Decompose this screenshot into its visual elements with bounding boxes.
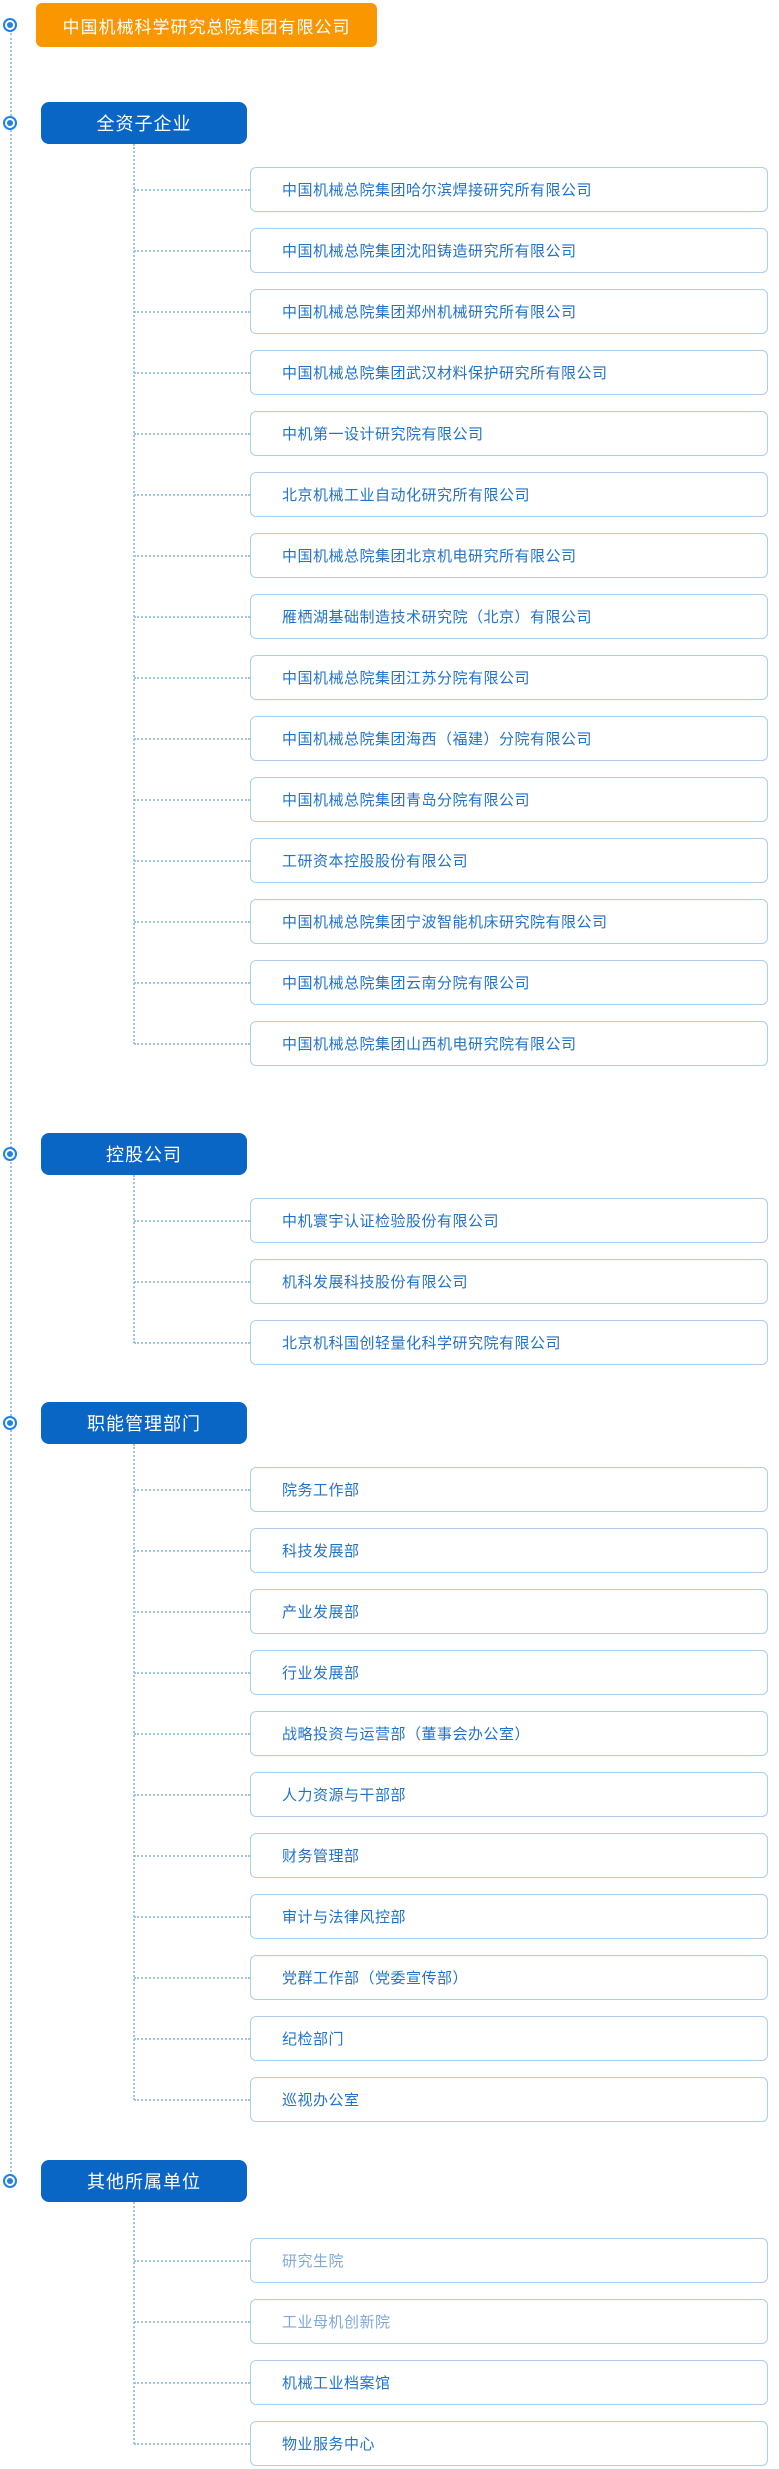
target-icon xyxy=(3,116,17,130)
org-item[interactable]: 中国机械总院集团哈尔滨焊接研究所有限公司 xyxy=(134,167,768,212)
org-item[interactable]: 机科发展科技股份有限公司 xyxy=(134,1259,768,1304)
org-item[interactable]: 院务工作部 xyxy=(134,1467,768,1512)
org-item[interactable]: 中国机械总院集团山西机电研究院有限公司 xyxy=(134,1021,768,1066)
org-item[interactable]: 物业服务中心 xyxy=(134,2421,768,2466)
org-item[interactable]: 中机第一设计研究院有限公司 xyxy=(134,411,768,456)
section-header[interactable]: 控股公司 xyxy=(41,1133,247,1175)
target-icon-dot xyxy=(7,1420,13,1426)
org-item[interactable]: 中机寰宇认证检验股份有限公司 xyxy=(134,1198,768,1243)
target-icon-dot xyxy=(7,120,13,126)
org-item[interactable]: 党群工作部（党委宣传部） xyxy=(134,1955,768,2000)
org-item[interactable]: 中国机械总院集团云南分院有限公司 xyxy=(134,960,768,1005)
org-section: 职能管理部门 院务工作部 科技发展部 产业发展部 行业发展部 战略投资与运营部（… xyxy=(0,1402,779,2122)
org-section: 控股公司 中机寰宇认证检验股份有限公司 机科发展科技股份有限公司 北京机科国创轻… xyxy=(0,1133,779,1365)
section-items: 研究生院 工业母机创新院 机械工业档案馆 物业服务中心 xyxy=(133,2202,768,2466)
tree-rail-line xyxy=(10,33,12,2184)
target-icon-dot xyxy=(7,22,13,28)
org-item[interactable]: 工研资本控股股份有限公司 xyxy=(134,838,768,883)
org-item[interactable]: 雁栖湖基础制造技术研究院（北京）有限公司 xyxy=(134,594,768,639)
org-item[interactable]: 中国机械总院集团江苏分院有限公司 xyxy=(134,655,768,700)
root-node[interactable]: 中国机械科学研究总院集团有限公司 xyxy=(36,3,377,47)
org-item[interactable]: 产业发展部 xyxy=(134,1589,768,1634)
org-item[interactable]: 中国机械总院集团武汉材料保护研究所有限公司 xyxy=(134,350,768,395)
section-items: 中国机械总院集团哈尔滨焊接研究所有限公司 中国机械总院集团沈阳铸造研究所有限公司… xyxy=(133,144,768,1066)
section-header-row: 职能管理部门 xyxy=(0,1402,779,1444)
section-header-row: 全资子企业 xyxy=(0,102,779,144)
section-header-row: 其他所属单位 xyxy=(0,2160,779,2202)
org-section: 全资子企业 中国机械总院集团哈尔滨焊接研究所有限公司 中国机械总院集团沈阳铸造研… xyxy=(0,102,779,1066)
target-icon xyxy=(3,18,17,32)
org-item[interactable]: 审计与法律风控部 xyxy=(134,1894,768,1939)
section-header-row: 控股公司 xyxy=(0,1133,779,1175)
org-item[interactable]: 纪检部门 xyxy=(134,2016,768,2061)
section-header[interactable]: 其他所属单位 xyxy=(41,2160,247,2202)
org-item[interactable]: 中国机械总院集团沈阳铸造研究所有限公司 xyxy=(134,228,768,273)
org-item[interactable]: 工业母机创新院 xyxy=(134,2299,768,2344)
target-icon xyxy=(3,1416,17,1430)
org-item[interactable]: 战略投资与运营部（董事会办公室） xyxy=(134,1711,768,1756)
org-item[interactable]: 科技发展部 xyxy=(134,1528,768,1573)
target-icon-dot xyxy=(7,2178,13,2184)
org-section: 其他所属单位 研究生院 工业母机创新院 机械工业档案馆 物业服务中心 xyxy=(0,2160,779,2466)
org-item[interactable]: 中国机械总院集团宁波智能机床研究院有限公司 xyxy=(134,899,768,944)
section-header[interactable]: 职能管理部门 xyxy=(41,1402,247,1444)
org-item[interactable]: 中国机械总院集团北京机电研究所有限公司 xyxy=(134,533,768,578)
target-icon xyxy=(3,1147,17,1161)
org-chart: 中国机械科学研究总院集团有限公司 全资子企业 中国机械总院集团哈尔滨焊接研究所有… xyxy=(0,3,779,2466)
root-row: 中国机械科学研究总院集团有限公司 xyxy=(0,3,779,47)
sections-container: 全资子企业 中国机械总院集团哈尔滨焊接研究所有限公司 中国机械总院集团沈阳铸造研… xyxy=(0,102,779,2466)
org-item[interactable]: 行业发展部 xyxy=(134,1650,768,1695)
org-item[interactable]: 财务管理部 xyxy=(134,1833,768,1878)
org-item[interactable]: 北京机科国创轻量化科学研究院有限公司 xyxy=(134,1320,768,1365)
section-items: 院务工作部 科技发展部 产业发展部 行业发展部 战略投资与运营部（董事会办公室）… xyxy=(133,1444,768,2122)
target-icon-dot xyxy=(7,1151,13,1157)
org-item[interactable]: 巡视办公室 xyxy=(134,2077,768,2122)
org-item[interactable]: 中国机械总院集团海西（福建）分院有限公司 xyxy=(134,716,768,761)
section-items: 中机寰宇认证检验股份有限公司 机科发展科技股份有限公司 北京机科国创轻量化科学研… xyxy=(133,1175,768,1365)
org-item[interactable]: 研究生院 xyxy=(134,2238,768,2283)
org-item[interactable]: 机械工业档案馆 xyxy=(134,2360,768,2405)
org-item[interactable]: 中国机械总院集团郑州机械研究所有限公司 xyxy=(134,289,768,334)
org-item[interactable]: 中国机械总院集团青岛分院有限公司 xyxy=(134,777,768,822)
target-icon xyxy=(3,2174,17,2188)
section-header[interactable]: 全资子企业 xyxy=(41,102,247,144)
org-item[interactable]: 北京机械工业自动化研究所有限公司 xyxy=(134,472,768,517)
org-item[interactable]: 人力资源与干部部 xyxy=(134,1772,768,1817)
